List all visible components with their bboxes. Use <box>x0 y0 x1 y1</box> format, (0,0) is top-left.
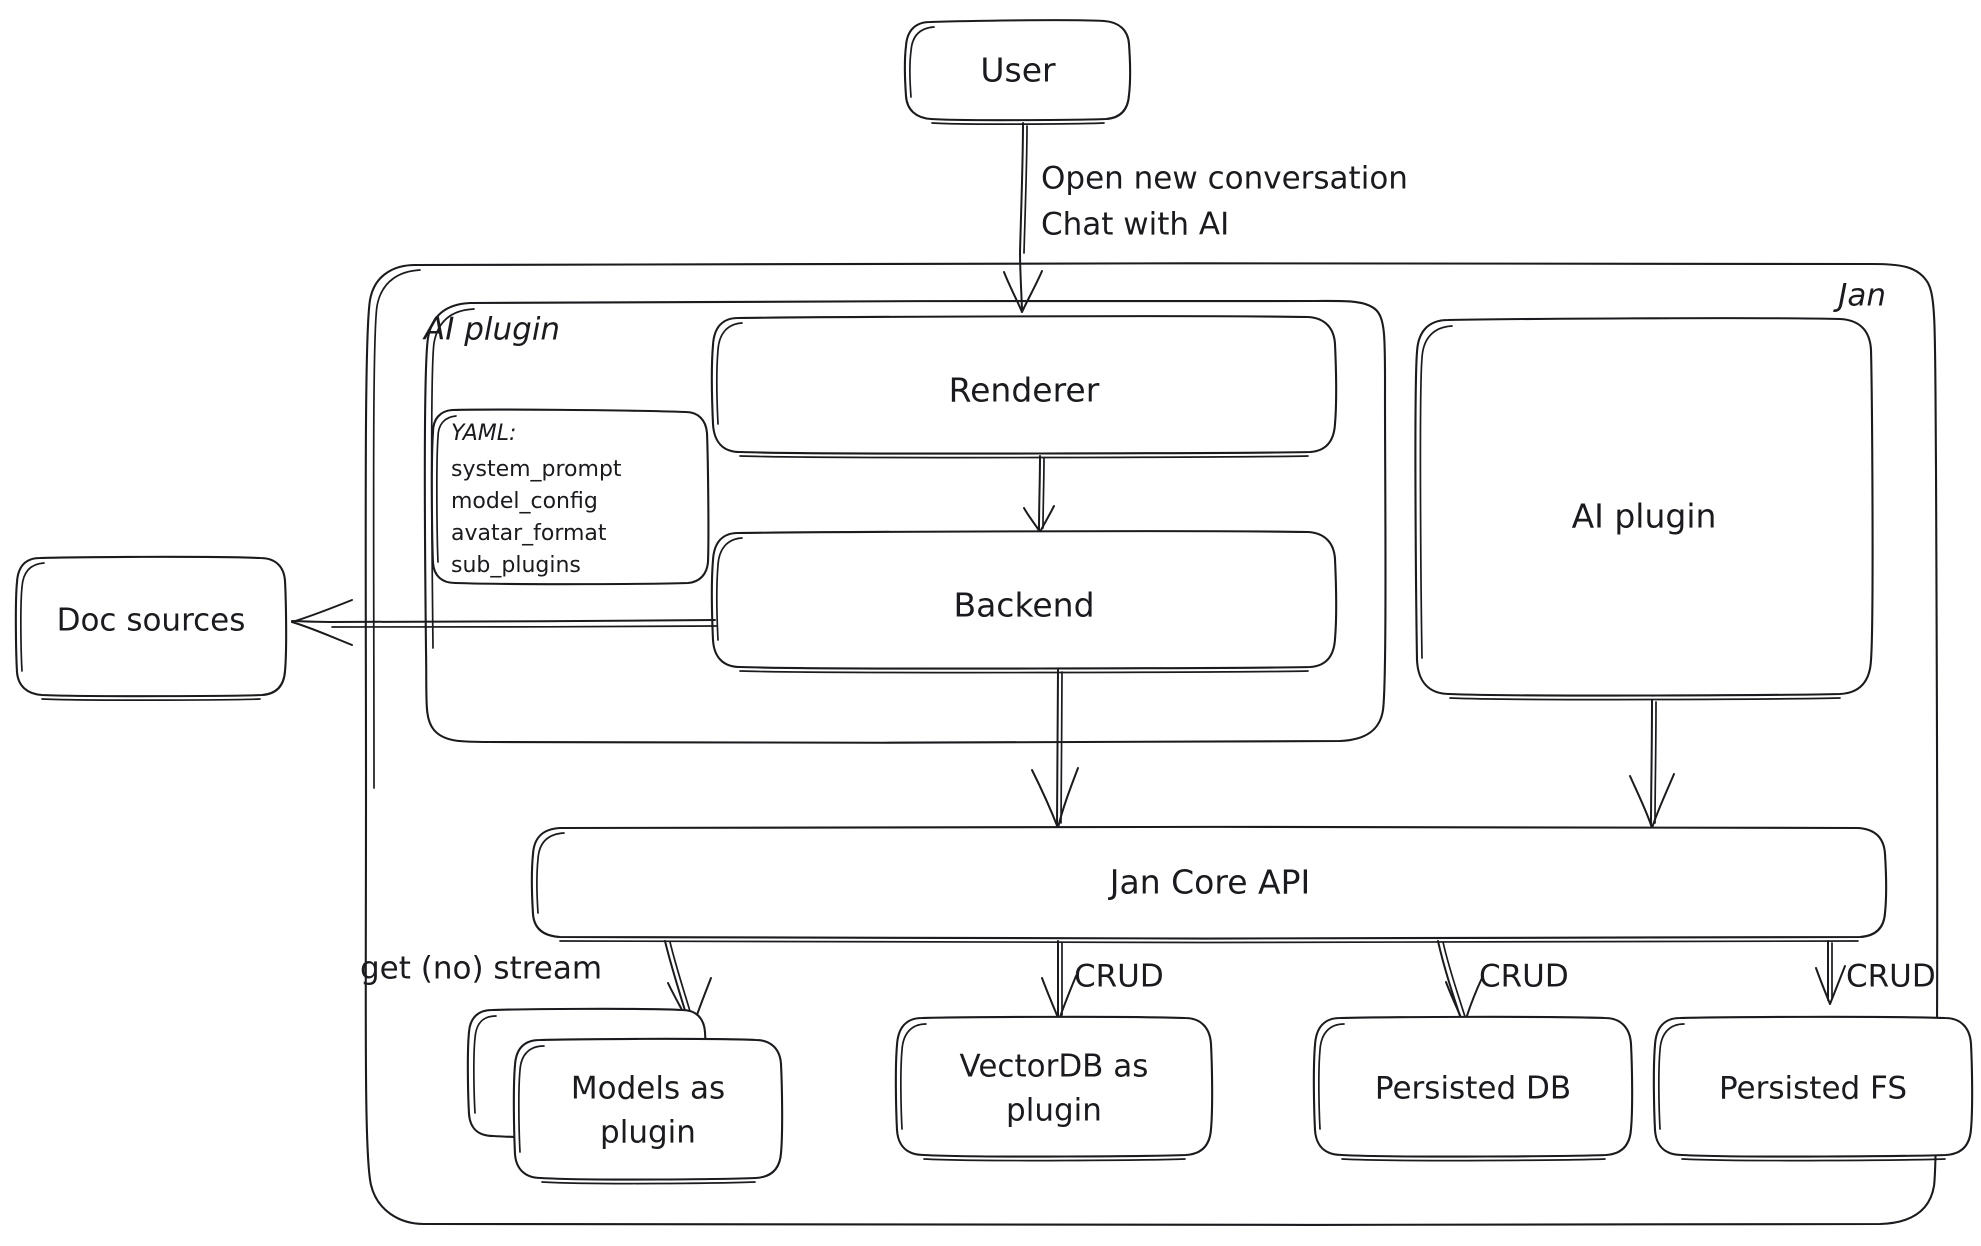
yaml-card-item-2: avatar_format <box>451 521 607 546</box>
yaml-card-item-1: model_config <box>451 489 598 514</box>
node-jan-core-api[interactable] <box>530 825 1888 944</box>
node-user-label: User <box>980 51 1056 90</box>
node-vectordb-as-plugin-label-line2: plugin <box>1006 1093 1102 1129</box>
node-backend[interactable] <box>710 530 1338 674</box>
container-jan-label: Jan <box>1832 278 1886 314</box>
edge-backend-to-doc-sources <box>291 599 717 646</box>
node-persisted-fs-label: Persisted FS <box>1719 1071 1907 1107</box>
edge-label-core-api-models: get (no) stream <box>360 951 602 987</box>
node-models-as-plugin-label-line1: Models as <box>571 1071 725 1107</box>
node-user[interactable] <box>903 19 1132 126</box>
node-models-as-plugin[interactable] <box>466 1007 784 1185</box>
node-doc-sources[interactable] <box>14 555 288 702</box>
node-persisted-fs[interactable] <box>1652 1015 1974 1162</box>
yaml-card <box>430 408 710 586</box>
node-persisted-db-label: Persisted DB <box>1375 1071 1571 1107</box>
edge-core-api-to-persisted-fs <box>1815 940 1846 1005</box>
yaml-card-item-0: system_prompt <box>451 457 622 482</box>
node-persisted-db[interactable] <box>1312 1015 1634 1162</box>
node-jan-core-api-label: Jan Core API <box>1108 863 1310 902</box>
node-backend-label: Backend <box>953 586 1094 625</box>
edge-renderer-to-backend <box>1023 455 1055 533</box>
edge-user-to-renderer <box>1003 122 1043 313</box>
node-doc-sources-label: Doc sources <box>57 603 246 639</box>
edge-label-user-renderer-line2: Chat with AI <box>1041 207 1229 243</box>
edge-label-core-api-persisted-db: CRUD <box>1479 959 1569 995</box>
edge-label-core-api-vectordb: CRUD <box>1074 959 1164 995</box>
container-ai-plugin-group-label: AI plugin <box>422 312 560 348</box>
node-models-as-plugin-label-line2: plugin <box>600 1115 696 1151</box>
yaml-card-header: YAML: <box>451 421 516 446</box>
node-ai-plugin-right[interactable] <box>1414 317 1874 701</box>
node-vectordb-as-plugin[interactable] <box>894 1015 1214 1162</box>
edge-backend-to-core-api <box>1031 669 1079 829</box>
node-ai-plugin-right-label: AI plugin <box>1572 497 1717 536</box>
yaml-card-item-3: sub_plugins <box>451 553 581 578</box>
edge-ai-plugin-right-to-core-api <box>1629 699 1675 829</box>
edge-label-core-api-persisted-fs: CRUD <box>1846 959 1936 995</box>
edge-label-user-renderer-line1: Open new conversation <box>1041 161 1408 197</box>
node-renderer-label: Renderer <box>949 371 1100 410</box>
node-vectordb-as-plugin-label-line1: VectorDB as <box>960 1049 1149 1085</box>
